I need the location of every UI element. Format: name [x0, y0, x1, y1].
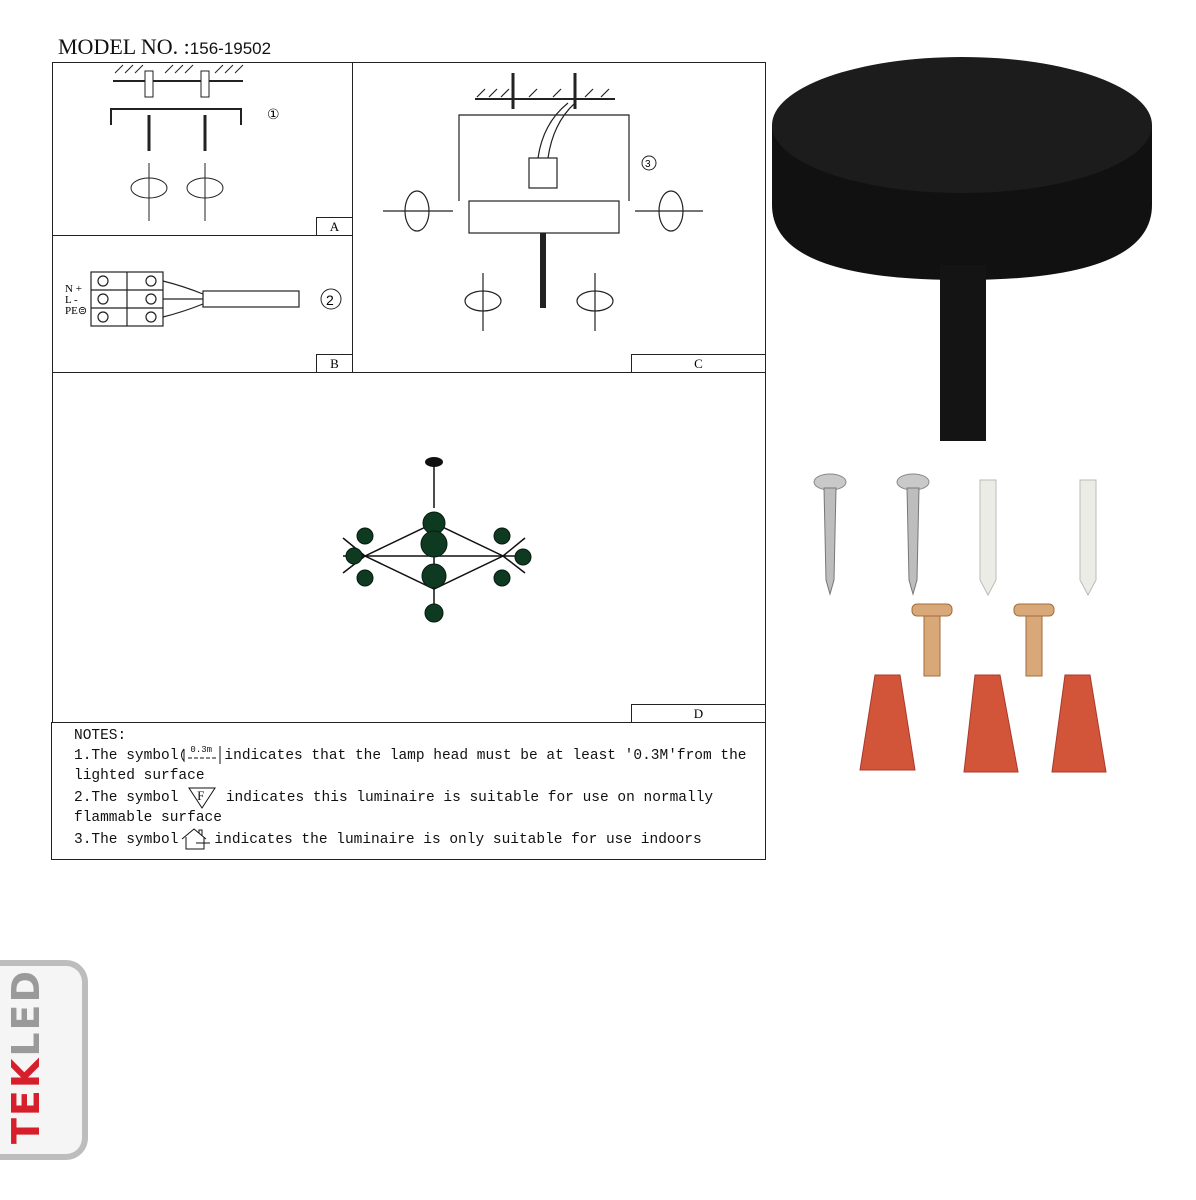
panel-b-tag: B [316, 354, 352, 372]
indoor-house-icon [178, 828, 214, 850]
terminal-l: L - [65, 294, 78, 306]
distance-symbol-text: 0.3m [190, 745, 213, 756]
terminal-pe: PE⊜ [65, 305, 87, 317]
chandelier-illustration [342, 457, 532, 623]
wire-nut-icon [859, 674, 1107, 773]
panel-a-tag: A [316, 217, 352, 235]
canopy-assembly-diagram: 3 [383, 73, 703, 331]
note-3-text: indicates the luminaire is only suitable… [214, 831, 702, 848]
panel-a: ① A [52, 62, 353, 236]
flammable-symbol-text: F [197, 788, 205, 803]
note-2: 2.The symbol F indicates this luminaire … [74, 786, 765, 828]
model-label: MODEL NO. : [58, 34, 190, 59]
logo-text: TEKLED [4, 968, 48, 1144]
step-2-label: 2 [326, 292, 334, 308]
terminal-n: N + [65, 283, 82, 295]
panel-d-tag: D [631, 704, 765, 722]
note-3-prefix: 3.The symbol [74, 831, 179, 848]
panel-b: N + L - PE⊜ 2 B [52, 235, 353, 373]
step-1-label: ① [267, 107, 280, 123]
wall-plug-icon [979, 479, 1097, 597]
note-2-prefix: 2.The symbol [74, 789, 179, 806]
note-3: 3.The symbol indicates the luminaire is o… [74, 828, 765, 850]
panel-c-tag: C [631, 354, 765, 372]
ceiling-canopy-photo [772, 57, 1152, 441]
tekled-logo: TEKLED [0, 960, 88, 1160]
brass-screw-icon [911, 603, 1055, 677]
wiring-terminal-diagram: N + L - PE⊜ 2 [65, 271, 342, 327]
screw-icon [813, 473, 930, 596]
note-1-text: indicates that the lamp head must be at … [74, 748, 747, 784]
mounting-hardware-photo [813, 473, 1107, 773]
flammable-surface-symbol-icon: F [187, 786, 217, 809]
note-1-prefix: 1.The symbol [74, 748, 179, 764]
notes-title: NOTES: [74, 728, 127, 744]
step-3-label: 3 [645, 159, 651, 170]
note-2-text: indicates this luminaire is suitable for… [74, 789, 714, 826]
distance-symbol-icon: 0.3m [178, 745, 224, 765]
ceiling-mount-diagram: ① [110, 64, 280, 221]
model-number: MODEL NO. :156-19502 [58, 34, 271, 60]
panel-d: D [52, 372, 766, 723]
model-number-value: 156-19502 [189, 39, 272, 58]
panel-c: 3 C [352, 62, 766, 373]
